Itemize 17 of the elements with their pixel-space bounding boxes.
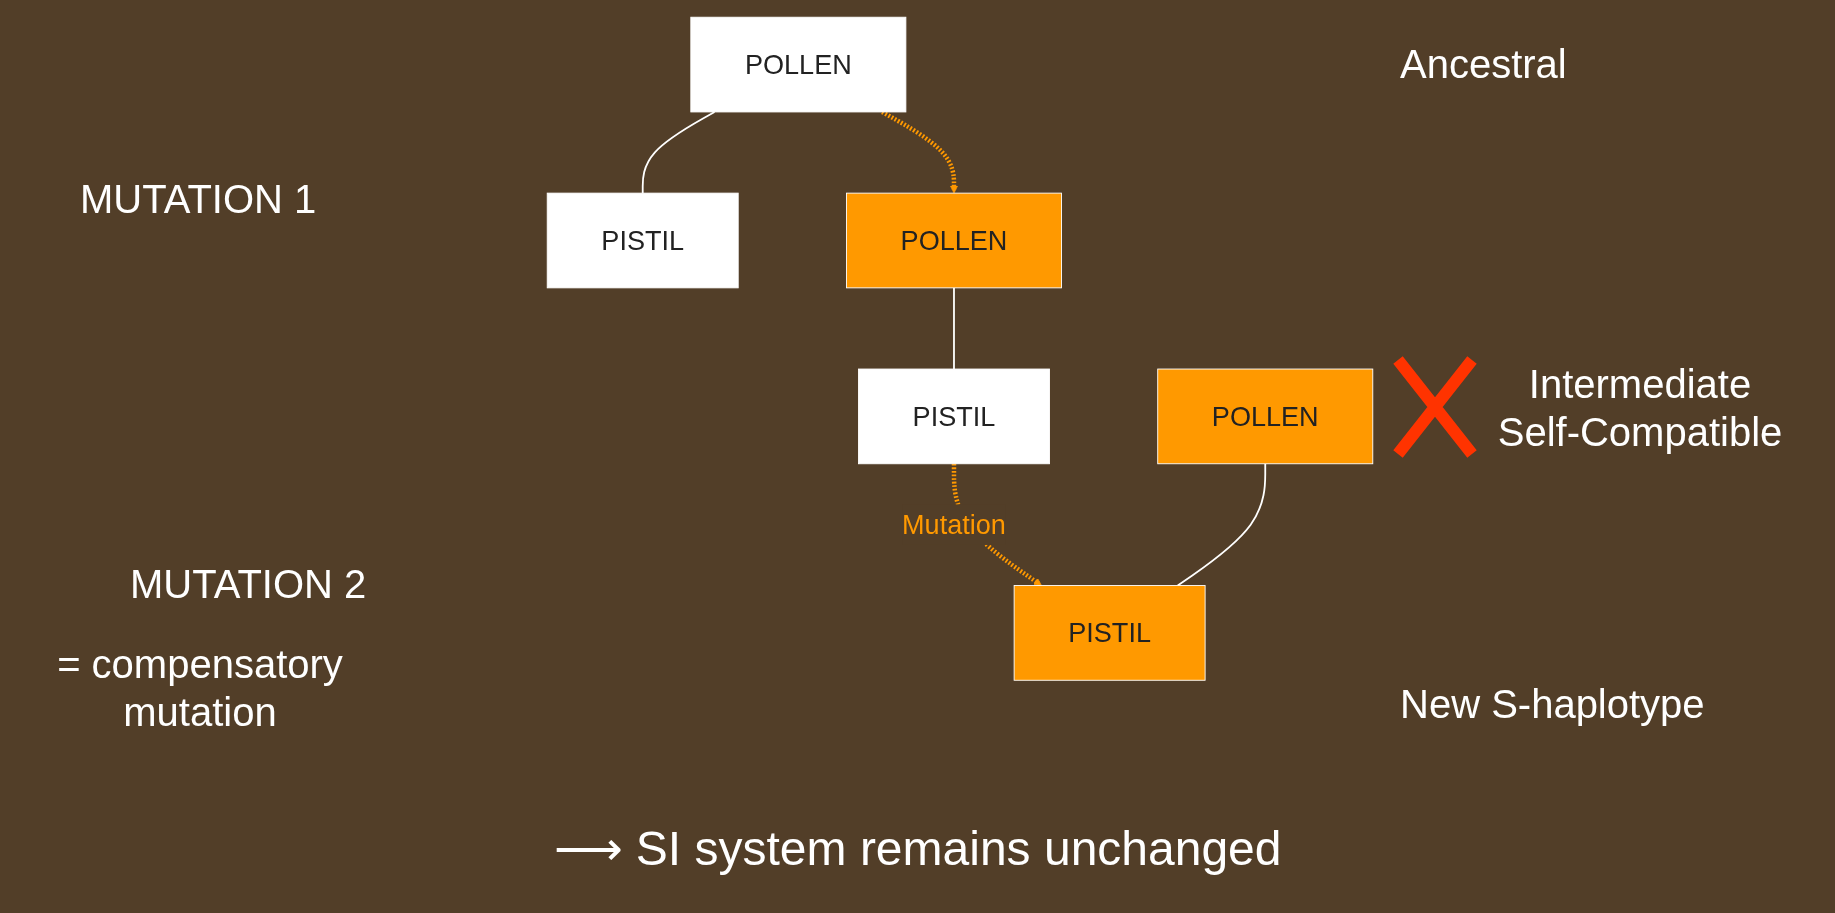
row-label: Ancestral (1400, 41, 1567, 88)
node-box: POLLEN (1157, 368, 1374, 465)
row-label: ⟶ SI system remains unchanged (553, 821, 1282, 877)
row-label: Intermediate Self-Compatible (1496, 361, 1784, 456)
edge-label: Mutation (902, 509, 1006, 540)
node-box: PISTIL (858, 368, 1050, 465)
node-box: PISTIL (1013, 585, 1206, 681)
row-label: = compensatory mutation (56, 641, 344, 736)
node-box: POLLEN (690, 16, 907, 113)
connector (953, 286, 955, 370)
connector (1176, 462, 1267, 587)
row-label: New S-haplotype (1400, 681, 1705, 728)
connector (641, 111, 716, 195)
row-label: MUTATION 1 (80, 176, 317, 223)
node-box: PISTIL (546, 192, 739, 289)
row-label: MUTATION 2 (130, 561, 367, 608)
node-box: POLLEN (846, 192, 1062, 289)
